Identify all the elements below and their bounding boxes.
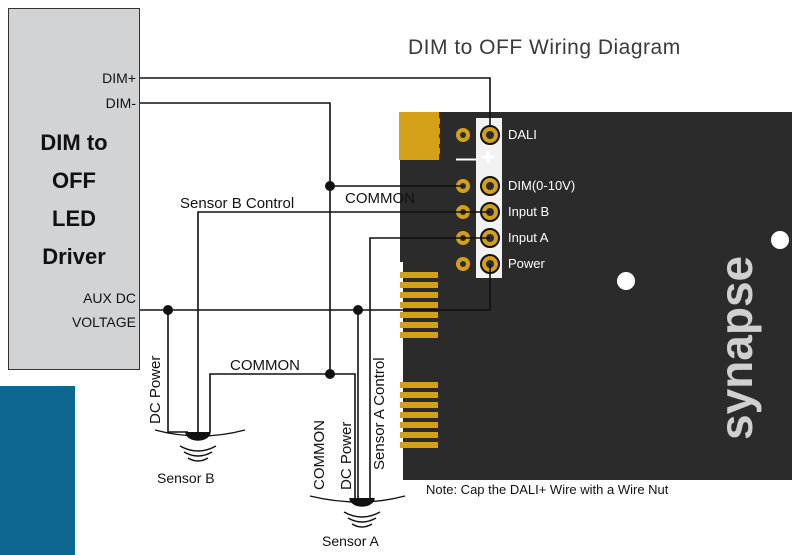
led-driver-box: [8, 8, 140, 370]
sensor-b-control-label: Sensor B Control: [180, 195, 295, 212]
synapse-logo: synapse: [710, 256, 762, 440]
wire-sensor-a-control: [369, 237, 490, 498]
edge-fingers: [400, 118, 440, 448]
sensor-a-label: Sensor A: [322, 533, 379, 549]
minus-symbol: —: [456, 148, 476, 170]
pin-label-dim: DIM(0-10V): [508, 178, 576, 193]
pins-left: [456, 128, 470, 271]
sensor-a-control-label: Sensor A Control: [371, 357, 388, 470]
common-top-label: COMMON: [345, 190, 415, 207]
wire-sensor-b-control: [197, 211, 490, 432]
board-edge-notch: [385, 262, 403, 480]
terminal-dim-plus: DIM+: [102, 70, 136, 86]
dc-power-b-label: DC Power: [147, 355, 164, 424]
voltage-label: VOLTAGE: [71, 314, 136, 330]
wire-aux-dc: [140, 264, 491, 311]
driver-name-line1: DIM to: [40, 130, 108, 155]
dc-power-a-label: DC Power: [338, 421, 355, 490]
synapse-logo-text: synapse: [710, 256, 762, 440]
diagram-title: DIM to OFF Wiring Diagram: [408, 36, 681, 59]
wire-common-vertical: [329, 186, 356, 498]
mount-hole-2: [771, 231, 789, 249]
common-vertical-label: COMMON: [311, 420, 328, 490]
mount-hole-1: [617, 272, 635, 290]
plus-symbol: +: [481, 144, 496, 171]
wires: [140, 77, 491, 498]
blue-side-panel: [0, 386, 75, 555]
synapse-board: [385, 112, 792, 480]
wire-dc-power-b: [167, 310, 188, 433]
wire-common-b: [209, 373, 330, 432]
sensor-b-icon: [154, 429, 246, 462]
pin-label-input-a: Input A: [508, 230, 549, 245]
sensor-b-label: Sensor B: [157, 470, 215, 486]
junction-dots: [163, 181, 363, 379]
driver-name-line3: LED: [52, 206, 96, 231]
wire-nut-note: Note: Cap the DALI+ Wire with a Wire Nut: [426, 482, 669, 497]
wire-dim-minus: [140, 102, 463, 187]
pin-label-dali: DALI: [508, 127, 537, 142]
wire-dim-plus: [140, 77, 491, 126]
driver-name-line2: OFF: [52, 168, 96, 193]
terminal-dim-minus: DIM-: [105, 95, 136, 111]
driver-name-line4: Driver: [42, 244, 106, 269]
aux-dc-label: AUX DC: [83, 290, 136, 306]
sensor-a-icon: [309, 495, 406, 528]
pin-label-input-b: Input B: [508, 204, 550, 219]
common-mid-label: COMMON: [230, 357, 300, 374]
pin-label-power: Power: [508, 256, 545, 271]
